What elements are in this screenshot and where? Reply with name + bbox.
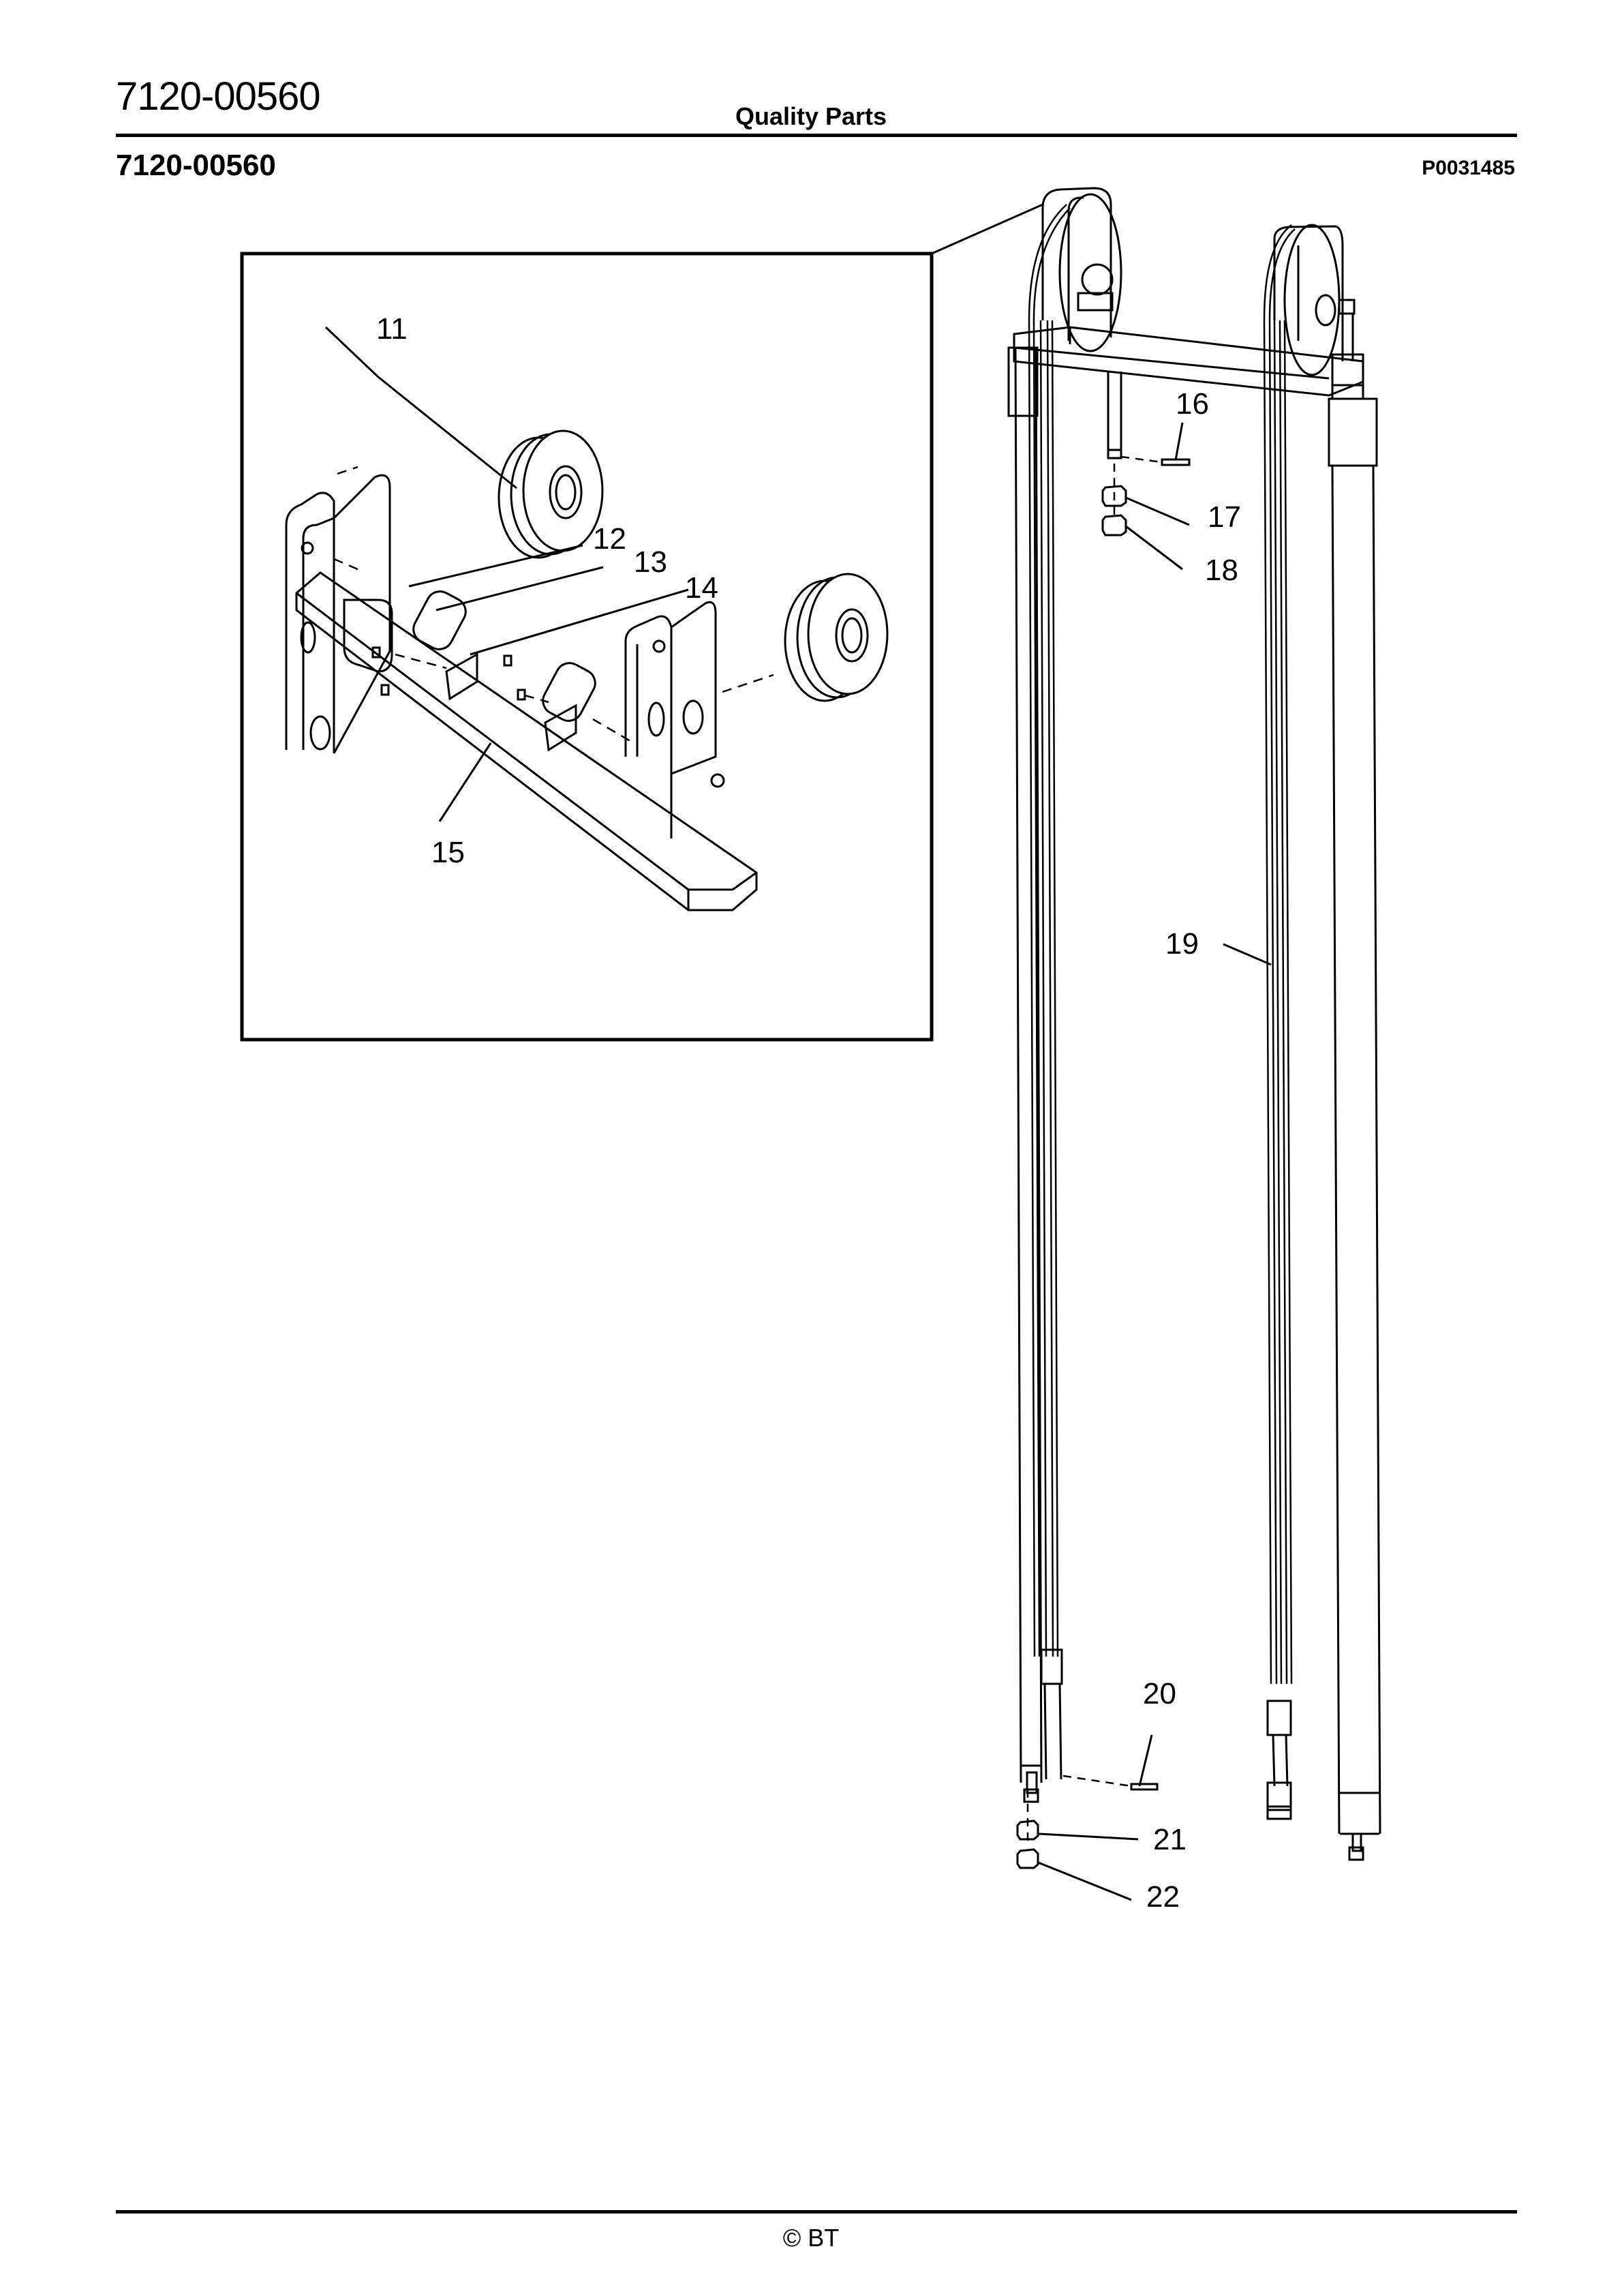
roller-sleeve-left	[343, 599, 393, 673]
document-code: 7120-00560	[116, 74, 321, 119]
left-top-bracket	[1041, 187, 1122, 352]
roller-sleeve-1	[412, 590, 467, 650]
callout-18: 18	[1205, 554, 1238, 587]
screw-2	[380, 684, 390, 696]
bracket-plate-1	[445, 652, 478, 701]
screw-3	[503, 654, 512, 667]
right-upright-bracket	[624, 601, 717, 839]
pin-16-shape	[1161, 458, 1191, 466]
screw-1	[371, 646, 381, 659]
callout-13: 13	[634, 545, 667, 579]
callout-22: 22	[1146, 1880, 1180, 1914]
pin-20-shape	[1130, 1783, 1159, 1791]
roller-sleeve-2	[542, 662, 596, 722]
callout-14: 14	[685, 571, 718, 605]
callout-16: 16	[1176, 387, 1209, 421]
callout-19: 19	[1165, 927, 1199, 961]
callout-11: 11	[376, 312, 408, 346]
nut-21-shape	[1016, 1819, 1039, 1841]
left-chain	[1028, 204, 1071, 1657]
right-mast-tube	[1328, 397, 1381, 1861]
center-rod	[1107, 372, 1122, 459]
callout-15: 15	[431, 836, 465, 869]
top-cross-beam	[1013, 326, 1364, 397]
section-code: 7120-00560	[116, 149, 276, 182]
callout-21: 21	[1153, 1823, 1187, 1856]
footer-divider	[116, 2210, 1517, 2214]
callout-17: 17	[1208, 500, 1241, 534]
nut-17-shape	[1101, 485, 1127, 507]
callout-20: 20	[1143, 1677, 1176, 1710]
left-mast-tube	[1007, 346, 1043, 1783]
pulley-wheel-upper	[498, 429, 604, 559]
nut-18-shape	[1101, 514, 1127, 537]
nut-22-shape	[1016, 1848, 1039, 1869]
left-lower-anchor	[1023, 1648, 1063, 1803]
illustration-id: P0031485	[1422, 157, 1515, 179]
right-lower-anchor	[1266, 1700, 1292, 1820]
pulley-wheel-lower	[784, 573, 889, 702]
left-upright-bracket	[285, 474, 391, 754]
bracket-plate-2	[544, 704, 577, 752]
document-title: Quality Parts	[735, 102, 887, 130]
crossbar-frame-drawing	[295, 571, 758, 911]
detail-inset-frame	[240, 252, 934, 1042]
callout-12: 12	[593, 522, 626, 556]
screw-4	[517, 689, 526, 701]
header-divider	[116, 134, 1517, 137]
copyright-text: © BT	[782, 2224, 840, 2252]
right-chain	[1263, 224, 1296, 1685]
